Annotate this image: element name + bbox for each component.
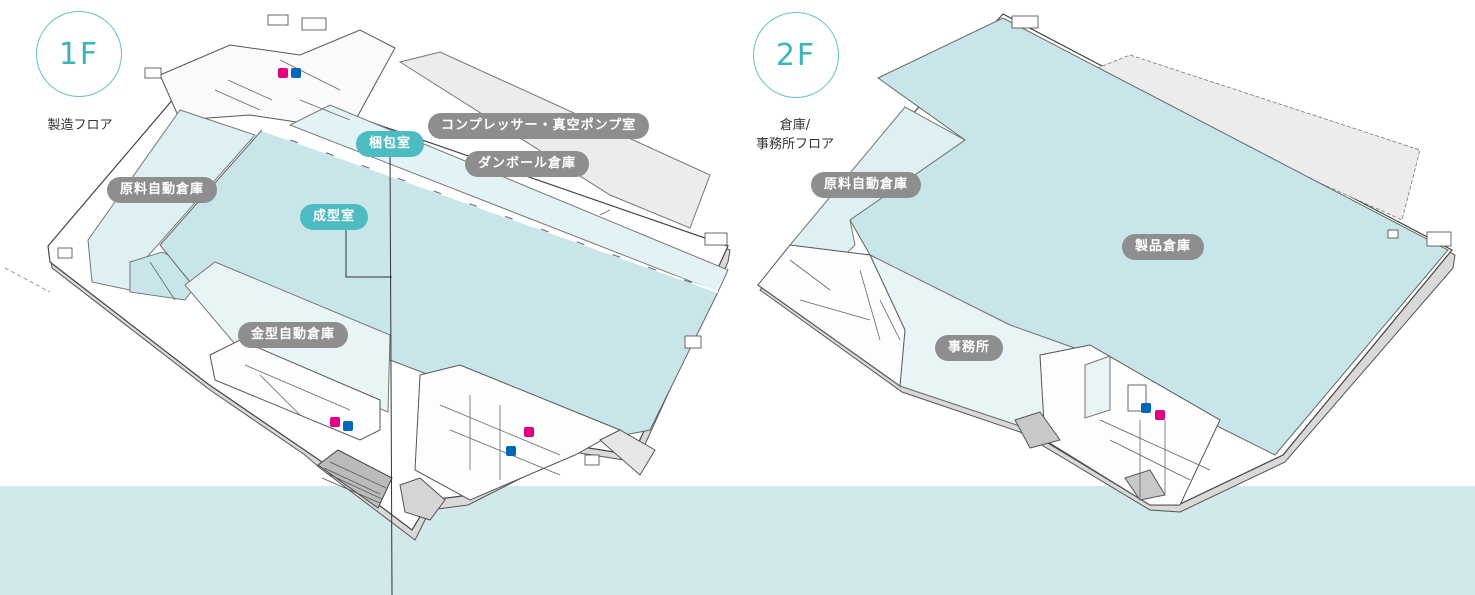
floor-2f-caption: 倉庫/ 事務所フロア [755, 118, 834, 152]
floor-2f-label: 2F [775, 37, 817, 73]
floor-1f-caption: 製造フロア [47, 118, 113, 133]
floor-1f-badge: 1F [36, 11, 122, 97]
bottom-band [0, 486, 1475, 595]
room-molding-label[interactable]: 成型室 [300, 204, 369, 230]
room-mold-label[interactable]: 金型自動倉庫 [238, 322, 349, 348]
room-raw-material-2f-label[interactable]: 原料自動倉庫 [811, 172, 922, 198]
room-cardboard-label[interactable]: ダンボール倉庫 [465, 151, 590, 177]
floor-2f-plan [757, 13, 1456, 513]
toilet-icons-2f [1141, 403, 1165, 420]
room-product-label[interactable]: 製品倉庫 [1122, 234, 1205, 260]
room-packing-label[interactable]: 梱包室 [356, 131, 425, 157]
room-office-label[interactable]: 事務所 [935, 335, 1004, 361]
room-compressor-label[interactable]: コンプレッサー・真空ポンプ室 [428, 113, 650, 139]
floor-1f-label: 1F [58, 36, 100, 72]
room-raw-material-1f-label[interactable]: 原料自動倉庫 [107, 177, 218, 203]
floor-1f-plan [4, 14, 731, 595]
floor-2f-badge: 2F [753, 12, 839, 98]
toilet-icons-1f [278, 68, 534, 456]
